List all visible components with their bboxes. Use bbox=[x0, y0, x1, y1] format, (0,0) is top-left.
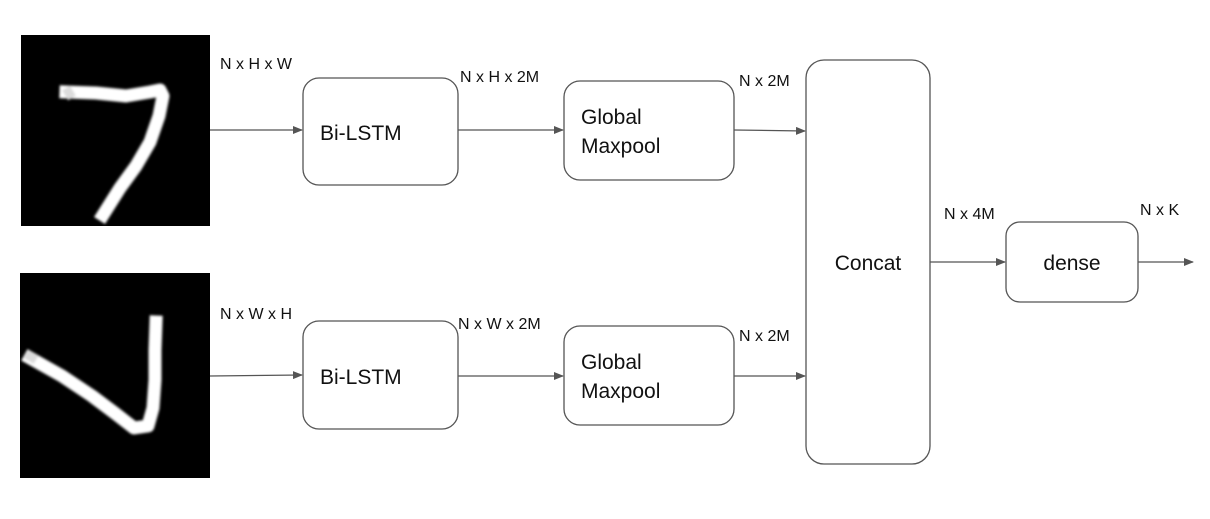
maxpool-top-label-line2: Maxpool bbox=[581, 135, 660, 158]
digit-7-glyph bbox=[59, 83, 170, 224]
shape-label-input-top: N x H x W bbox=[220, 56, 293, 73]
maxpool-bottom-label-line2: Maxpool bbox=[581, 380, 660, 403]
concat-node: Concat bbox=[805, 59, 931, 465]
bilstm-bottom-label: Bi-LSTM bbox=[320, 366, 402, 389]
shape-label-concat-out: N x 4M bbox=[944, 206, 995, 223]
maxpool-node-bottom: Global Maxpool bbox=[563, 325, 735, 426]
bilstm-node-bottom: Bi-LSTM bbox=[302, 320, 459, 430]
dense-label: dense bbox=[1043, 252, 1100, 275]
shape-label-bilstm-top-out: N x H x 2M bbox=[460, 69, 539, 86]
bilstm-top-label: Bi-LSTM bbox=[320, 122, 402, 145]
maxpool-top-label-line1: Global bbox=[581, 106, 642, 129]
shape-label-pool-top-out: N x 2M bbox=[739, 73, 790, 90]
dense-node: dense bbox=[1005, 221, 1139, 303]
edge-pool-top-to-concat bbox=[733, 126, 806, 135]
edges bbox=[209, 126, 1194, 380]
maxpool-node-top: Global Maxpool bbox=[563, 80, 735, 181]
shape-label-pool-bottom-out: N x 2M bbox=[739, 328, 790, 345]
input-image-top bbox=[21, 35, 210, 226]
shape-labels: N x H x W N x W x H N x H x 2M N x W x 2… bbox=[220, 56, 1179, 345]
shape-label-input-bottom: N x W x H bbox=[220, 306, 292, 323]
digit-7-transposed-glyph bbox=[21, 315, 163, 435]
input-image-bottom bbox=[20, 273, 210, 478]
shape-label-bilstm-bottom-out: N x W x 2M bbox=[458, 316, 541, 333]
concat-label: Concat bbox=[835, 252, 902, 275]
shape-label-dense-out: N x K bbox=[1140, 202, 1179, 219]
edge-image-bottom-to-bilstm bbox=[209, 371, 303, 380]
maxpool-bottom-label-line1: Global bbox=[581, 351, 642, 374]
bilstm-node-top: Bi-LSTM bbox=[302, 77, 459, 186]
